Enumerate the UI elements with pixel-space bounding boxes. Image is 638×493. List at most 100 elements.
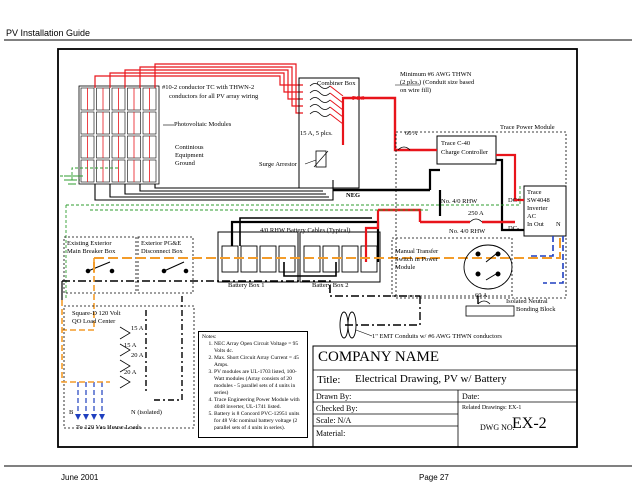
battery-box-2-label: Battery Box 2 (312, 282, 349, 289)
date-field: Date: (462, 392, 480, 401)
awg-note-1: Minimum #6 AWG THWN (400, 71, 472, 78)
title-value: Electrical Drawing, PV w/ Battery (355, 373, 507, 385)
cc-out-neg (496, 158, 524, 232)
fuse-60a-bottom-label: 60 A (475, 292, 488, 299)
title-block (312, 345, 578, 448)
isolated-neutral-label-2: Bonding Block (516, 306, 556, 313)
ground-label-1: Continious (175, 144, 204, 151)
notes-title: Notes: (202, 334, 217, 340)
footer-page: Page 27 (419, 473, 449, 482)
title-label: Title: (317, 374, 341, 386)
combiner-fuse (309, 90, 331, 96)
pv-positive-wires (94, 63, 303, 114)
note-item: PV modules are UL-1703 listed, 100-Watt … (214, 369, 304, 397)
conductor-note-1: #10-2 conductor TC with THWN-2 (162, 84, 255, 91)
pge-disconnect-label-1: Exterior PG&E (141, 240, 182, 247)
breaker-15a-2-label: 15 A (124, 342, 137, 349)
fuses-label: 15 A, 5 plcs. (300, 130, 333, 137)
pge-disconnect-box (137, 236, 194, 294)
trace-module-label: Trace Power Module (500, 124, 555, 131)
exterior-switches (85, 261, 189, 274)
note-item: Trace Engineering Power Module with 4048… (214, 397, 304, 411)
inverter (523, 185, 567, 237)
manual-transfer-label-3: Module (395, 264, 416, 271)
charge-controller (436, 135, 497, 165)
main-breaker-box (63, 236, 137, 294)
conductor-note-2: conductors for all PV array wiring (169, 93, 259, 100)
breaker-15a-1-label: 15 A (131, 325, 144, 332)
manual-transfer-label-2: Switch in Power (395, 256, 438, 263)
fuse-set (309, 83, 344, 125)
n-isolated-label: N (isolated) (131, 409, 162, 416)
ground-label-3: Ground (175, 160, 195, 167)
surge-arrestor (315, 150, 327, 168)
pv-array (78, 85, 160, 185)
transfer-outline (463, 244, 513, 290)
ac-hot-line (62, 280, 420, 297)
footer-date: June 2001 (61, 473, 99, 482)
dc-minus-label: DC- (508, 225, 520, 232)
scale-field: Scale: N/A (316, 416, 352, 425)
material-field: Material: (316, 429, 346, 438)
pos-label: POS (352, 95, 365, 102)
breaker-20a-1-label: 20 A (131, 352, 144, 359)
battery-cables (230, 220, 380, 262)
manual-transfer-label-1: Manual Transfer (395, 248, 439, 255)
inverter-label-4: AC (527, 213, 537, 220)
dwg-label: DWG NO. (480, 423, 515, 432)
combiner-fuse (309, 97, 331, 103)
notes-list: NEC Array Open Circuit Voltage = 95 Volt… (202, 341, 304, 432)
pv-modules-label: Photovoltaic Modules (174, 121, 232, 128)
combiner-fuse (309, 104, 331, 110)
note-item: Battery is 8 Concord PVC-12951 units for… (214, 411, 304, 432)
checked-by: Checked By: (316, 404, 358, 413)
transfer-switch (475, 251, 501, 281)
load-breakers (119, 326, 131, 389)
battery-box-1-label: Battery Box 1 (228, 282, 265, 289)
charge-controller-label-2: Charge Controller (441, 149, 488, 156)
house-loads-label: To 120 Vac House Loads (76, 424, 142, 431)
dc-plus-label: DC+ (508, 197, 521, 204)
fuse-250a-label: 250 A (468, 210, 484, 217)
fuse-60a-bottom (477, 300, 491, 305)
ground-label-2: Equipment (175, 152, 204, 159)
neutral-line (93, 238, 561, 272)
combiner-fuse (309, 83, 331, 89)
ground-letter-label: B (69, 409, 74, 416)
company-name: COMPANY NAME (318, 349, 439, 365)
no40-rhw-label-2: No. 4/0 RHW (449, 228, 486, 235)
neg-label: NEG (346, 192, 361, 199)
awg-note-2: (2 plcs.) (Conduit size based (400, 79, 475, 86)
fuse-250a (469, 218, 483, 223)
charge-controller-label-1: Trace C-40 (441, 140, 471, 147)
inverter-label-2: SW4048 (527, 197, 550, 204)
inverter-label-1: Trace (527, 189, 542, 196)
note-item: Max. Short Circuit Array Current = 45 Am… (214, 355, 304, 369)
existing-breaker-label-1: Existing Exterior (67, 240, 112, 247)
surge-label: Surge Arrestor (259, 161, 297, 168)
conduits-label: 1" EMT Conduits w/ #6 AWG THWN conductor… (372, 333, 502, 340)
battery-cables-label: 4/0 RHW Battery Cables (Typical) (260, 227, 351, 234)
no40-rhw-label-1: No. 4/0 RHW (441, 198, 478, 205)
pos-run (343, 96, 430, 152)
awg-note-3: on wire fill) (400, 87, 432, 94)
conduit-2 (347, 311, 357, 339)
inverter-label-3: Inverter (527, 205, 548, 212)
inverter-n-label: N (556, 221, 561, 228)
notes-box: Notes: NEC Array Open Circuit Voltage = … (198, 331, 308, 438)
cc-out-pos (496, 153, 524, 202)
dwg-number: EX-2 (512, 415, 547, 432)
fuse-60a-top (397, 146, 411, 151)
house-load-lines (77, 382, 103, 416)
pge-disconnect-label-2: Disconnect Box (141, 248, 183, 255)
drawn-by: Drawn By: (316, 392, 352, 401)
inverter-label-5: In Out (527, 221, 544, 228)
load-center (63, 305, 195, 429)
note-item: NEC Array Open Circuit Voltage = 95 Volt… (214, 341, 304, 355)
battery-pos-run (378, 208, 422, 222)
bonding-block (465, 305, 515, 317)
existing-breaker-label-2: Main Breaker Box (67, 248, 116, 255)
combiner-box (298, 77, 360, 189)
combiner-fuse (309, 111, 331, 117)
